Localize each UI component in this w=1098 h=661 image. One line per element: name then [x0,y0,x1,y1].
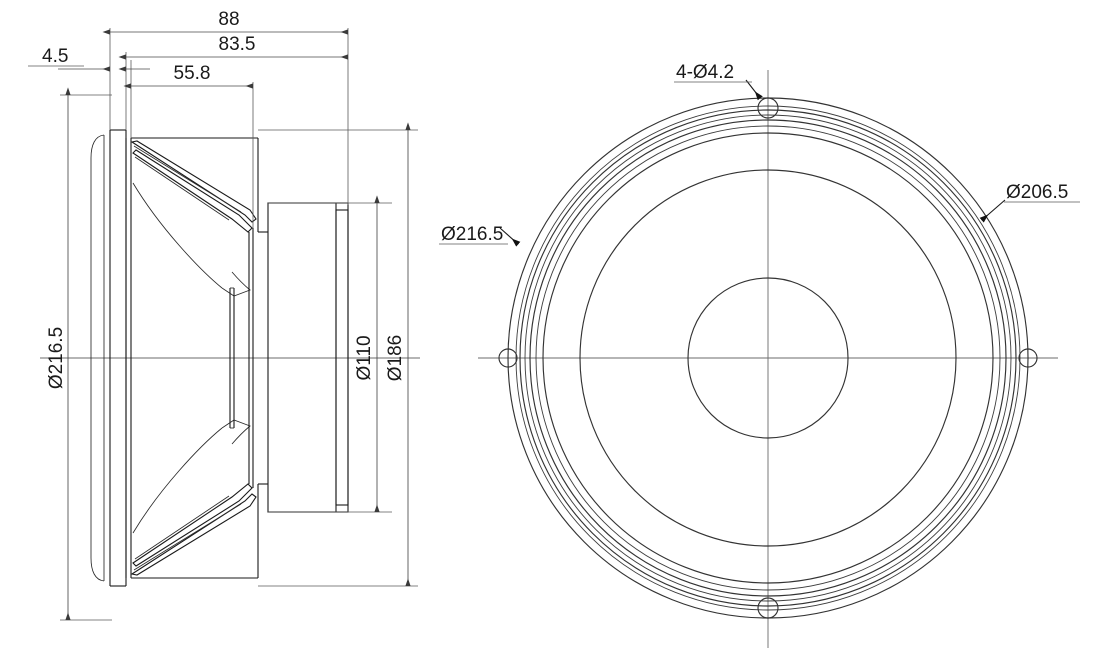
dimension-dia-216-5-side: Ø216.5 [46,327,67,389]
horizontal-dimension-group: 88 83.5 4.5 55.8 [28,9,349,228]
circle-frame-lip [535,125,1001,591]
dimension-55-8: 55.8 [174,63,211,84]
cone-lower-diaphragm [132,427,223,534]
dimension-88: 88 [218,9,239,30]
basket-frame [125,137,258,579]
cone-lower-rim-crease [134,495,230,560]
callout-dia-216-5-front: Ø216.5 [441,224,503,245]
vertical-dimension-group: Ø216.5 Ø110 Ø186 [46,87,418,621]
cone-assembly-lower [130,419,257,576]
cone-assembly-upper [130,140,257,297]
circle-dust-cap [687,277,849,439]
cone-upper-neck-joint [221,271,251,297]
leader-callout-group: 4-Ø4.2 Ø216.5 Ø206.5 [439,62,1080,247]
front-view [478,70,1058,648]
callout-dia-206-5: Ø206.5 [1006,182,1068,203]
back-plate [335,209,349,506]
dimension-4-5: 4.5 [42,46,68,67]
circle-surround-outer [542,132,994,584]
surround-upper-crease [133,145,242,213]
mounting-hole-left [498,348,518,368]
circle-gasket-outer [524,114,1012,602]
circle-surround-inner [579,169,957,547]
dimension-dia-186: Ø186 [385,335,406,381]
callout-4-dia-4-2: 4-Ø4.2 [676,62,734,83]
cone-upper-rim-band [132,149,253,233]
mounting-hole-bottom [757,597,779,619]
leader-line-dia-206-5 [979,199,1006,223]
dimension-83-5: 83.5 [219,34,256,55]
mounting-hole-right [1018,348,1038,368]
surround-lower-crease [133,503,242,571]
mounting-hole-top [757,97,779,119]
cone-lower-neck-joint [221,419,251,445]
leader-line-dia-216-5-front [499,227,521,247]
circle-gasket-inner [529,119,1007,597]
surround-upper-section [130,140,257,223]
cone-lower-rim-band [132,483,253,567]
surround-lower-section [130,493,257,576]
circle-bolt-circle-206-5 [519,109,1017,607]
cone-upper-rim-crease [134,156,230,221]
circle-flange-inner-edge [515,105,1021,611]
leader-line-4-dia-4-2 [745,79,763,101]
cone-upper-diaphragm [132,182,223,289]
dimension-dia-110: Ø110 [354,335,375,380]
voice-coil-former [229,228,254,488]
flange-rim-profile [90,134,105,582]
